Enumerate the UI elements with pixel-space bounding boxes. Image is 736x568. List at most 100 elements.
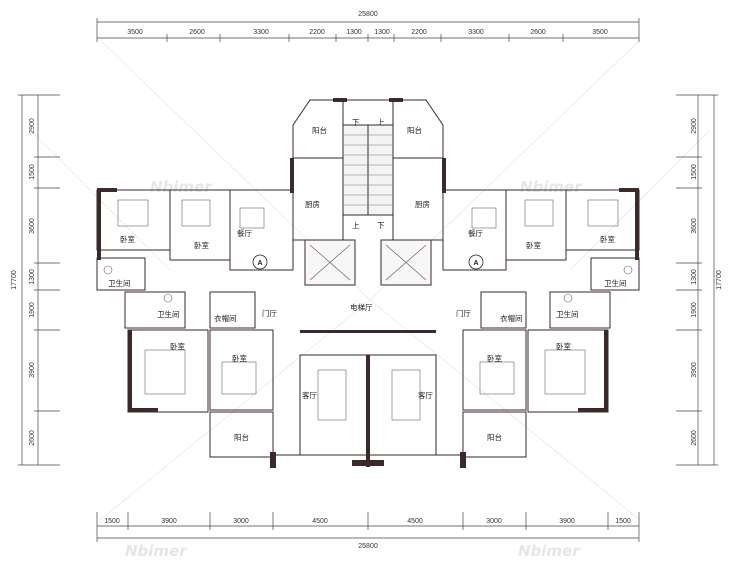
stair-label-up: 上 (377, 118, 385, 127)
room-label-bedroom: 卧室 (600, 234, 615, 244)
dimension-label: 3900 (691, 362, 698, 378)
dimension-label: 1300 (346, 29, 362, 36)
bed-icon (117, 199, 149, 227)
room-label-balcony: 阳台 (312, 125, 327, 135)
left-dimension (18, 94, 60, 466)
top-dimension (96, 18, 640, 42)
bed-icon (144, 349, 186, 395)
dimension-label: 3500 (592, 29, 608, 36)
room-label-bedroom: 卧室 (232, 353, 247, 363)
dimension-label: 2600 (29, 430, 36, 446)
structural-walls (97, 98, 639, 468)
sofa-icon (317, 369, 347, 421)
room-label-bedroom: 卧室 (487, 353, 502, 363)
bed-icon (479, 361, 515, 395)
dimension-label: 3000 (486, 518, 502, 525)
dimension-label: 3500 (127, 29, 143, 36)
room-label-hall: 门厅 (456, 309, 471, 318)
dimension-label: 2900 (691, 118, 698, 134)
basin-icon (563, 293, 573, 303)
stair-label-up: 上 (352, 221, 360, 230)
left-segment-labels: 2900 1500 3600 1300 1900 3900 2600 (29, 118, 36, 446)
dimension-label: 1300 (374, 29, 390, 36)
dimension-label: 2200 (411, 29, 427, 36)
stair-label-down: 下 (352, 118, 360, 127)
sofa-icon (391, 369, 421, 421)
room-label-living: 客厅 (418, 390, 433, 400)
dimension-label: 2200 (309, 29, 325, 36)
dimension-label: 3000 (233, 518, 249, 525)
bottom-segment-labels: 1500 3900 3000 4500 4500 3000 3900 1500 (104, 518, 631, 525)
room-label-closet: 衣帽间 (214, 313, 237, 323)
left-total-dimension: 17700 (11, 270, 18, 290)
bed-icon (221, 361, 257, 395)
unit-badge-label: A (473, 260, 478, 267)
room-label-balcony: 阳台 (407, 125, 422, 135)
dimension-label: 1500 (615, 518, 631, 525)
top-total-dimension: 25800 (358, 11, 378, 18)
room-labels: 阳台 阳台 下 上 上 下 厨房 厨房 餐厅 餐厅 卧室 卧室 卧室 卧室 卫生… (108, 118, 627, 442)
elevator-icon (309, 244, 427, 281)
dimension-label: 3600 (29, 218, 36, 234)
bed-icon (587, 199, 619, 227)
watermark-text: Nbimer (518, 542, 581, 560)
bottom-total-dimension: 25800 (358, 543, 378, 550)
right-segment-labels: 2900 1500 3600 1300 1900 3900 2600 (691, 118, 698, 446)
room-label-living: 客厅 (302, 390, 317, 400)
dimension-label: 1300 (691, 269, 698, 285)
dimension-label: 2600 (189, 29, 205, 36)
dimension-label: 4500 (407, 518, 423, 525)
room-label-bathroom: 卫生间 (556, 309, 579, 319)
top-segment-labels: 3500 2600 3300 2200 1300 1300 2200 3300 … (127, 29, 608, 36)
unit-badge: A A (252, 254, 484, 270)
furniture (103, 199, 633, 421)
building-walls (96, 99, 640, 458)
stair-treads (343, 134, 393, 206)
dimension-label: 2600 (691, 430, 698, 446)
room-label-dining: 餐厅 (468, 229, 483, 238)
room-label-elevator-hall: 电梯厅 (350, 302, 373, 312)
room-label-bedroom: 卧室 (194, 240, 209, 250)
bed-icon (544, 349, 586, 395)
dimension-label: 3300 (468, 29, 484, 36)
dimension-label: 1500 (691, 164, 698, 180)
dimension-label: 3900 (29, 362, 36, 378)
room-label-balcony: 阳台 (234, 432, 249, 442)
dining-table-icon (239, 207, 265, 229)
watermark-text: Nbimer (150, 178, 213, 196)
room-label-kitchen: 厨房 (305, 199, 320, 209)
dimension-label: 1900 (29, 302, 36, 318)
dimension-label: 2600 (530, 29, 546, 36)
room-label-bathroom: 卫生间 (604, 278, 627, 288)
room-label-bedroom: 卧室 (120, 234, 135, 244)
watermark-text: Nbimer (125, 542, 188, 560)
bed-icon (524, 199, 554, 227)
toilet-icon (103, 265, 113, 275)
dimension-label: 1900 (691, 302, 698, 318)
room-label-bedroom: 卧室 (556, 341, 571, 351)
room-label-bedroom: 卧室 (170, 341, 185, 351)
dimension-label: 3900 (161, 518, 177, 525)
basin-icon (163, 293, 173, 303)
room-label-bathroom: 卫生间 (157, 309, 180, 319)
dimension-label: 4500 (312, 518, 328, 525)
bed-icon (181, 199, 211, 227)
room-label-bedroom: 卧室 (526, 240, 541, 250)
right-dimension (676, 94, 718, 466)
toilet-icon (623, 265, 633, 275)
dining-table-icon (471, 207, 497, 229)
room-label-dining: 餐厅 (237, 229, 252, 238)
dimension-label: 2900 (29, 118, 36, 134)
room-label-kitchen: 厨房 (415, 199, 430, 209)
dimension-label: 1300 (29, 269, 36, 285)
room-label-balcony: 阳台 (487, 432, 502, 442)
dimension-label: 3900 (559, 518, 575, 525)
unit-badge-label: A (257, 260, 262, 267)
bottom-dimension (96, 512, 640, 542)
watermark-text: Nbimer (520, 178, 583, 196)
room-label-closet: 衣帽间 (500, 313, 523, 323)
dimension-label: 3600 (691, 218, 698, 234)
stair-label-down: 下 (377, 221, 385, 230)
watermark-group: Nbimer Nbimer Nbimer Nbimer (125, 178, 583, 560)
